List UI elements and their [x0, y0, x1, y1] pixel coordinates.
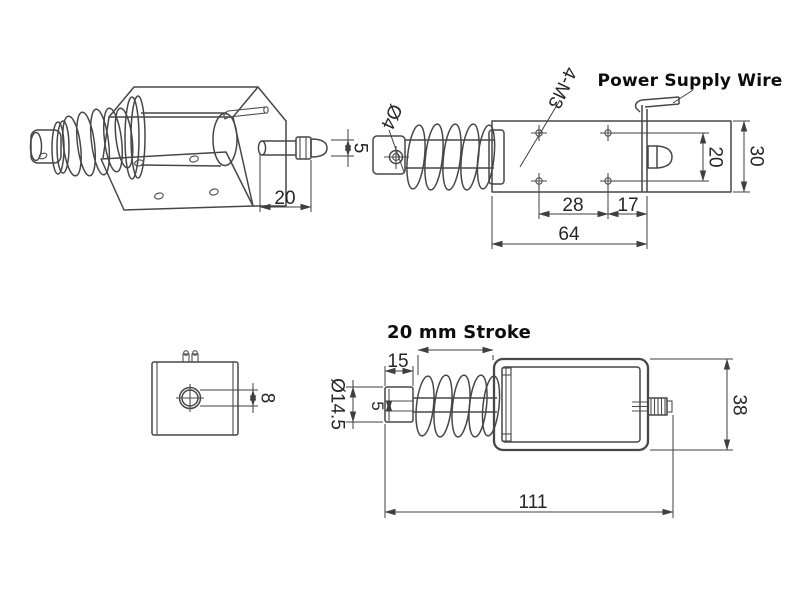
power-supply-wire-label: Power Supply Wire: [597, 71, 782, 91]
top-plunger-clevis: [372, 135, 494, 175]
top-hole-dia-label: Ø4: [376, 101, 406, 133]
side-slot-width-label: 5: [368, 401, 387, 410]
stroke-label: 20 mm Stroke: [387, 322, 531, 343]
end-terminals: [182, 350, 199, 363]
side-overall-length-label: 111: [519, 492, 548, 513]
end-shaft-circle: [176, 384, 204, 412]
side-view: 20 mm Stroke 15 5 Ø14.5: [326, 322, 749, 518]
top-hole-span-v-label: 20: [704, 146, 725, 167]
top-mount-hole: [531, 125, 547, 141]
side-adjust-pin: [632, 397, 673, 416]
top-body-length-label: 64: [558, 224, 580, 245]
side-spring: [415, 374, 501, 438]
end-dim-shaft-dia: 8: [200, 383, 277, 413]
iso-shaft-dia-label: 5: [349, 143, 370, 154]
top-dim-hole-span-v: 20: [613, 132, 725, 182]
end-shaft-dia-label: 8: [256, 393, 277, 404]
top-dim-mount-thread: 4-M3: [519, 63, 581, 168]
side-dim-frame-height: 38: [650, 358, 749, 451]
top-dim-body-height: 30: [733, 120, 766, 193]
end-view: 8: [151, 350, 277, 436]
top-bracket-offset-label: 17: [617, 195, 638, 216]
side-dim-overall-length: 111: [384, 415, 674, 518]
side-frame-height-label: 38: [728, 394, 749, 415]
iso-plunger-cap: [29, 129, 62, 164]
side-dim-tip-length: 15: [384, 351, 414, 386]
iso-shaft-ext-label: 20: [274, 188, 295, 209]
iso-wire-terminal: [223, 106, 269, 120]
side-tip-length-label: 15: [387, 351, 408, 372]
iso-dim-shaft-dia: 5: [331, 129, 370, 167]
side-dim-slot-width: 5: [368, 389, 393, 421]
top-dim-bracket-offset: 17: [607, 195, 648, 249]
top-mount-hole: [531, 173, 547, 189]
top-dim-body-length: 64: [491, 196, 648, 249]
side-frame: [492, 357, 650, 452]
top-backstop-pin: [647, 145, 673, 169]
top-mount-thread-label: 4-M3: [543, 63, 580, 111]
side-dim-stroke: [417, 346, 494, 375]
side-plunger-dia-label: Ø14.5: [326, 378, 347, 430]
top-view: Ø4: [372, 63, 782, 249]
iso-dim-shaft-ext: 20: [259, 153, 312, 212]
side-dim-plunger-dia: Ø14.5: [326, 378, 383, 430]
top-spring: [406, 123, 496, 191]
top-dim-hole-span-h: 28: [538, 187, 609, 219]
top-body: [488, 105, 732, 193]
power-supply-wire: Power Supply Wire: [597, 71, 782, 113]
side-plunger-clevis: [384, 386, 497, 423]
top-hole-span-h-label: 28: [562, 195, 583, 216]
iso-spring-washer-right: [124, 95, 146, 180]
iso-shaft: [257, 136, 328, 160]
top-body-height-label: 30: [745, 145, 766, 166]
top-mount-hole: [600, 125, 616, 141]
isometric-view: 5 20: [29, 86, 370, 212]
